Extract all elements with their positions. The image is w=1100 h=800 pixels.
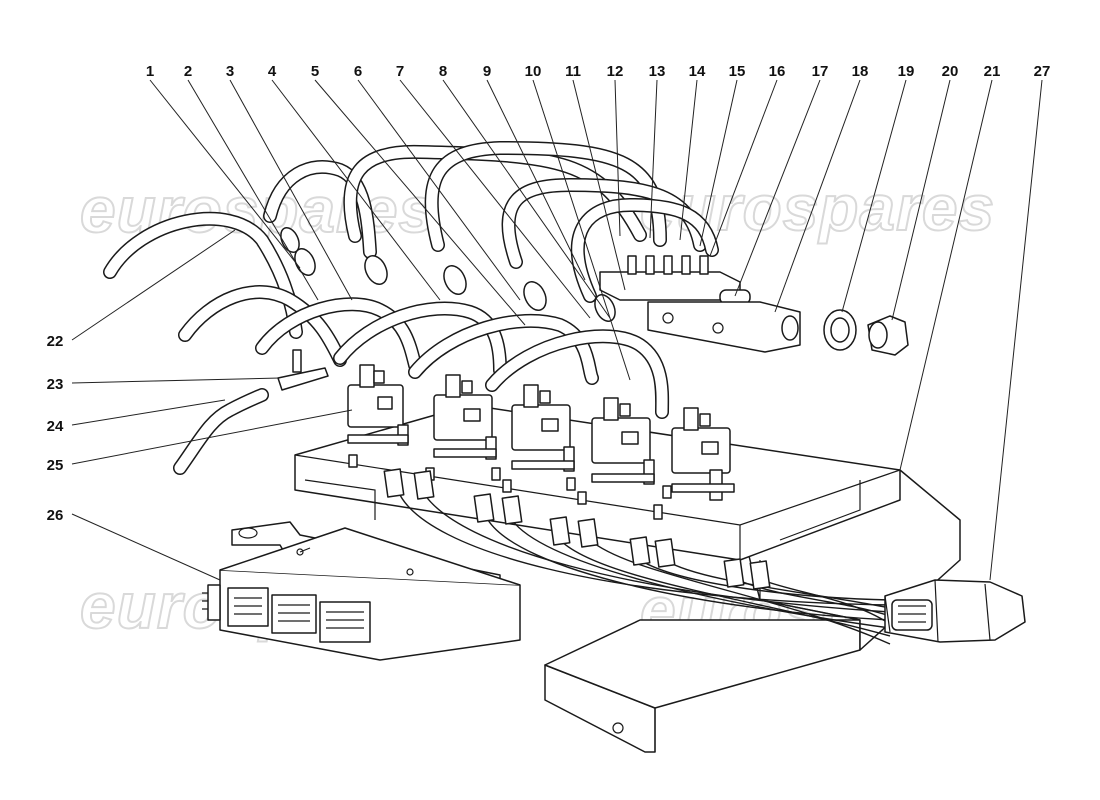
callout-6: 6 xyxy=(354,63,362,80)
callout-11: 11 xyxy=(565,63,581,80)
vacuum-manifold xyxy=(599,255,801,353)
callout-18: 18 xyxy=(852,63,869,80)
callout-23: 23 xyxy=(47,376,64,393)
callout-13: 13 xyxy=(649,63,666,80)
solenoid-valves xyxy=(347,364,735,501)
leader-lines xyxy=(71,79,1043,581)
callout-22: 22 xyxy=(47,333,64,350)
callout-12: 12 xyxy=(607,63,624,80)
callout-10: 10 xyxy=(525,63,542,80)
callout-15: 15 xyxy=(729,63,746,80)
callout-14: 14 xyxy=(689,63,706,80)
callout-3: 3 xyxy=(226,63,234,80)
callout-20: 20 xyxy=(942,63,959,80)
callout-8: 8 xyxy=(439,63,447,80)
control-unit xyxy=(202,521,521,661)
callout-labels: 1 2 3 4 5 6 7 8 9 10 11 12 13 14 15 16 1… xyxy=(47,63,1051,524)
callout-9: 9 xyxy=(483,63,491,80)
callout-7: 7 xyxy=(396,63,404,80)
callout-21: 21 xyxy=(984,63,1001,80)
t-connector xyxy=(277,349,329,391)
callout-26: 26 xyxy=(47,507,64,524)
callout-25: 25 xyxy=(47,457,64,474)
washer-and-nut xyxy=(823,309,909,356)
callout-19: 19 xyxy=(898,63,915,80)
callout-24: 24 xyxy=(47,418,64,435)
callout-1: 1 xyxy=(146,63,154,80)
callout-16: 16 xyxy=(769,63,786,80)
vacuum-hoses xyxy=(103,140,719,475)
inline-filters xyxy=(280,226,616,322)
callout-2: 2 xyxy=(184,63,192,80)
callout-27: 27 xyxy=(1034,63,1051,80)
callout-4: 4 xyxy=(268,63,277,80)
callout-5: 5 xyxy=(311,63,319,80)
callout-17: 17 xyxy=(812,63,829,80)
wiring-harness xyxy=(383,468,1026,645)
